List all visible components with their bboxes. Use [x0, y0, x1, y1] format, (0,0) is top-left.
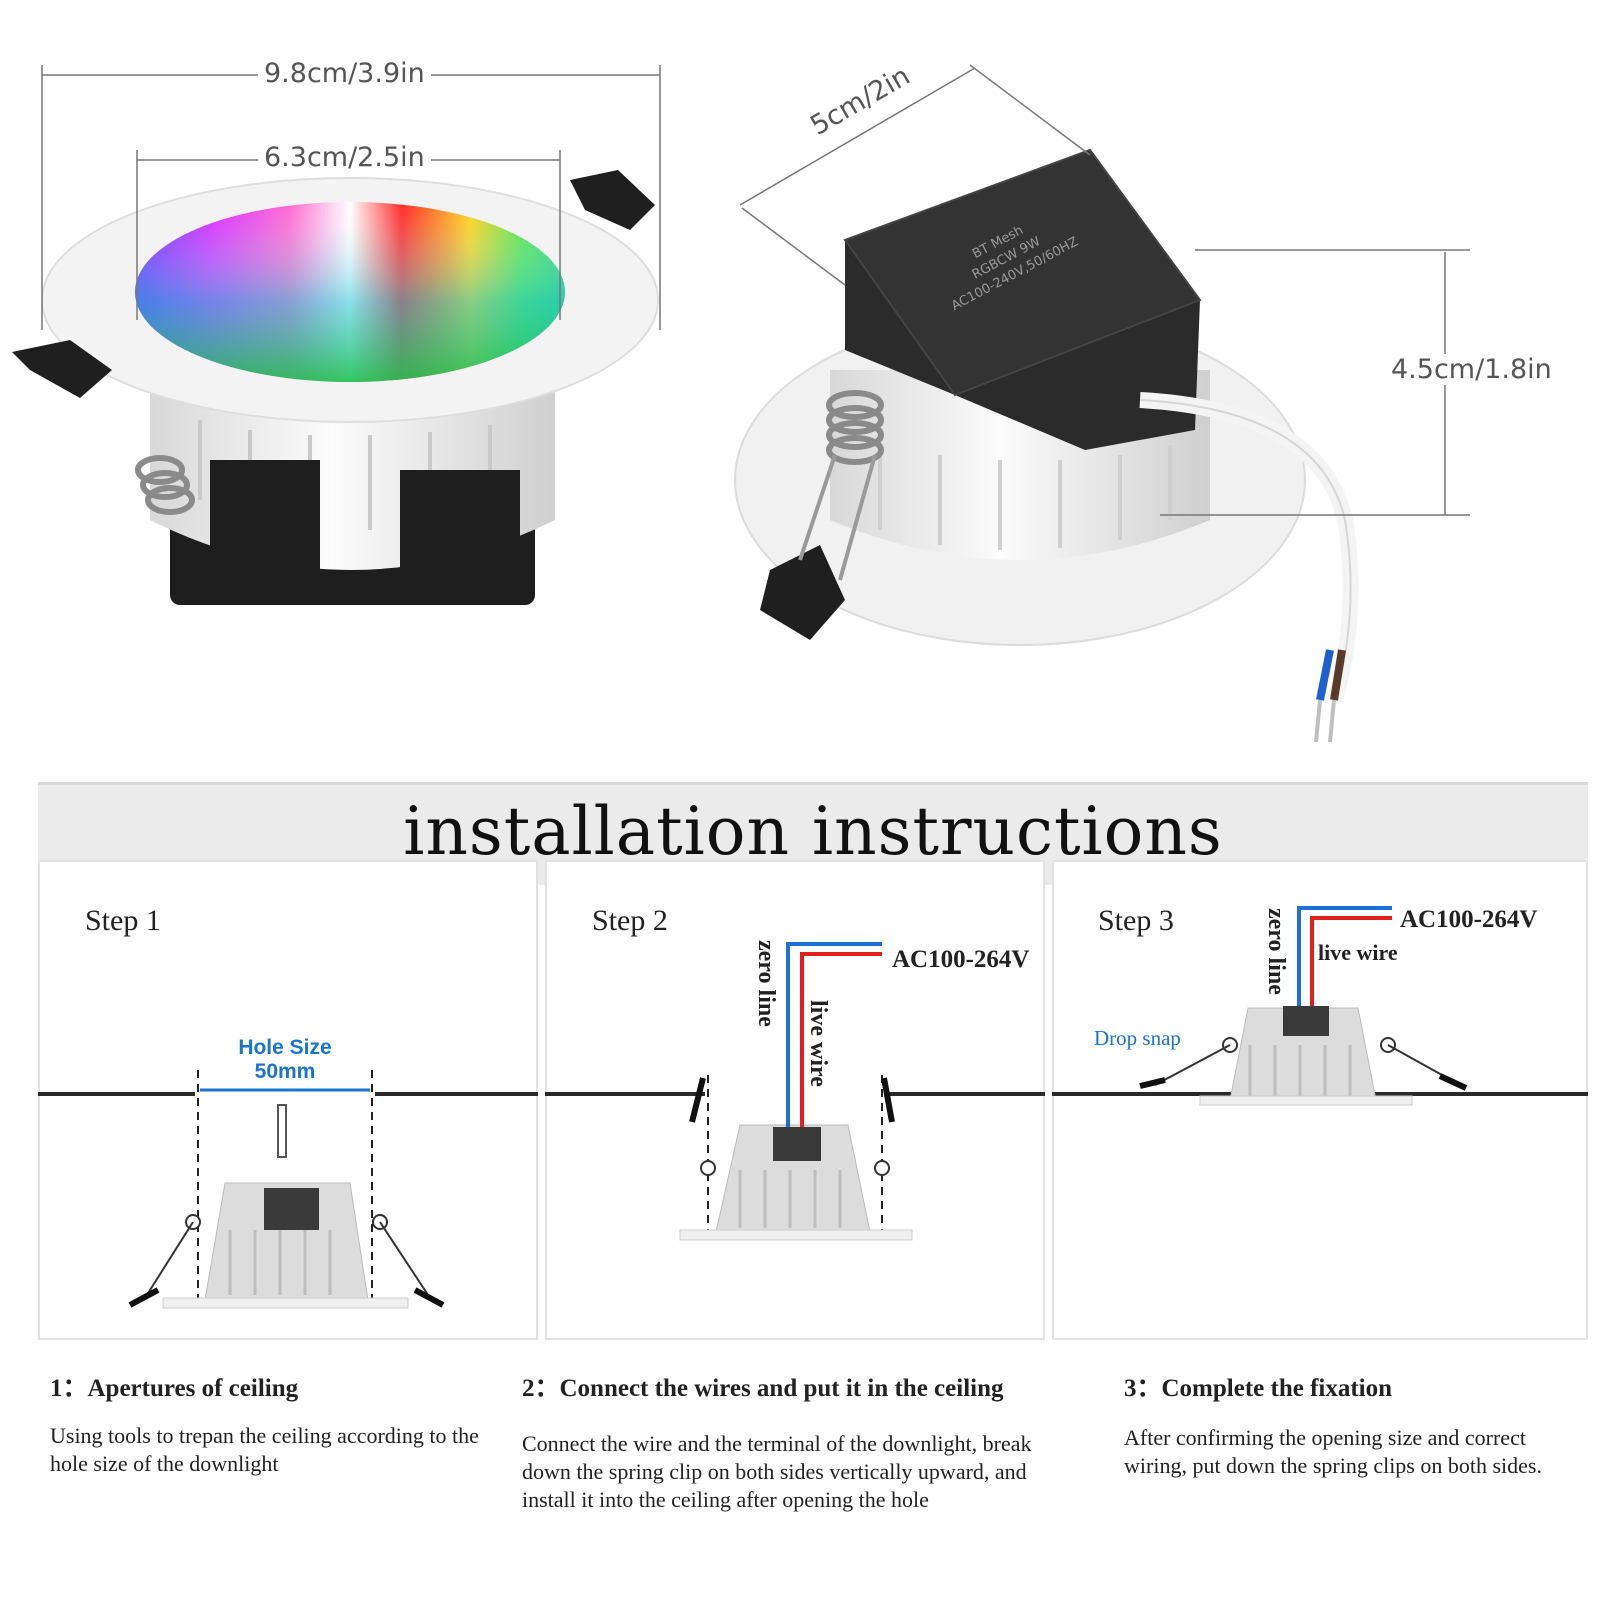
step-2-label: Step 2: [592, 904, 668, 937]
step-1-diagram: [128, 1070, 445, 1309]
step-3-caption-body: After confirming the opening size and co…: [1124, 1425, 1542, 1478]
step-2-diagram: [679, 942, 913, 1241]
inner-diameter-label: 6.3cm/2.5in: [258, 142, 431, 173]
step-3-label: Step 3: [1098, 904, 1174, 937]
step-3-caption-title: 3：Complete the fixation: [1124, 1375, 1393, 1402]
step-3-live-wire-label: live wire: [1318, 940, 1398, 965]
step-3-diagram: [1139, 906, 1468, 1106]
hole-size-title: Hole Size: [238, 1036, 332, 1059]
downlight-back-view: BT Mesh RGBCW 9W AC100-240V,50/60HZ: [734, 148, 1359, 743]
step-1-label: Step 1: [85, 904, 161, 937]
banner-title: installation instructions: [403, 793, 1223, 870]
step-2-caption-title: 2：Connect the wires and put it in the ce…: [522, 1375, 1004, 1402]
height-label: 4.5cm/1.8in: [1385, 354, 1558, 385]
step-3-voltage-label: AC100-264V: [1400, 906, 1538, 933]
step-2-caption-body: Connect the wire and the terminal of the…: [522, 1431, 1032, 1512]
step-2-live-wire-label: live wire: [805, 1000, 831, 1087]
step-3-zero-line-label: zero line: [1263, 908, 1289, 995]
step-2-zero-line-label: zero line: [753, 940, 779, 1027]
downlight-front-view: [12, 170, 659, 605]
drop-snap-label: Drop snap: [1094, 1026, 1181, 1050]
hole-size-label: Hole Size 50mm: [225, 1036, 345, 1084]
outer-diameter-label: 9.8cm/3.9in: [258, 58, 431, 89]
step-2-panel: [545, 860, 1045, 1340]
step-1-caption-title: 1：Apertures of ceiling: [50, 1375, 299, 1402]
step-2-voltage-label: AC100-264V: [892, 946, 1030, 973]
hole-size-value: 50mm: [254, 1060, 316, 1083]
product-illustration: BT Mesh RGBCW 9W AC100-240V,50/60HZ: [12, 64, 1470, 743]
step-1-caption-body: Using tools to trepan the ceiling accord…: [50, 1423, 479, 1476]
